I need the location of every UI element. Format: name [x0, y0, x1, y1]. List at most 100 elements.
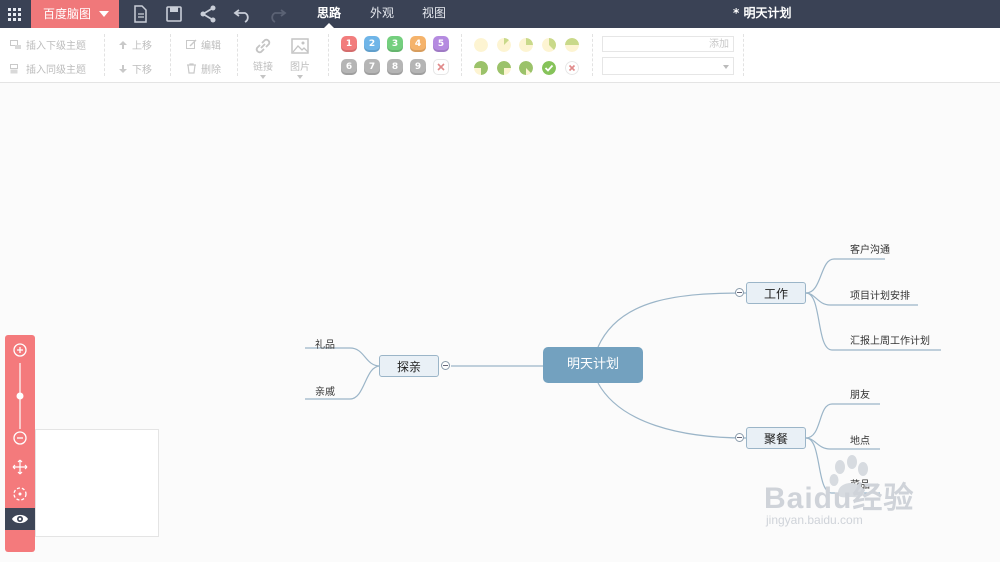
image-label: 图片: [290, 62, 310, 73]
insert-sibling-label: 插入同级主题: [26, 65, 86, 76]
priority-6-badge[interactable]: 6: [341, 59, 357, 75]
move-down-button[interactable]: 下移: [118, 61, 152, 76]
progress-4-icon[interactable]: [565, 38, 579, 52]
priority-9-badge[interactable]: 9: [410, 59, 426, 75]
navigator-panel[interactable]: [35, 429, 159, 537]
undo-icon[interactable]: [233, 4, 253, 24]
locate-center-button[interactable]: [5, 483, 35, 505]
caret-down-icon: [723, 65, 729, 69]
close-icon: [437, 63, 445, 71]
toolbar-divider: [104, 34, 105, 76]
priority-8-badge[interactable]: 8: [387, 59, 403, 75]
document-title: * 明天计划: [733, 6, 792, 20]
move-up-button[interactable]: 上移: [118, 37, 152, 52]
topic-node-work[interactable]: 工作: [746, 282, 806, 304]
watermark-brand: Baidu经验: [764, 482, 915, 515]
share-icon[interactable]: [198, 4, 218, 24]
subtopic-node[interactable]: 亲戚: [315, 387, 335, 398]
subtopic-node[interactable]: 地点: [850, 436, 870, 447]
collapse-toggle[interactable]: [441, 361, 450, 370]
toolbar-divider: [237, 34, 238, 76]
toolbar: 插入下级主题 插入同级主题 上移 下移 编辑 删除 链接 图片 1 2 3 4 …: [0, 28, 1000, 83]
target-icon: [13, 487, 27, 501]
mindmap-canvas[interactable]: 明天计划 探亲 礼品 亲戚 工作 客户沟通 项目计划安排 汇报上周工作计划 聚餐…: [0, 83, 1000, 562]
tab-view[interactable]: 视图: [422, 6, 447, 20]
topic-node-dinner[interactable]: 聚餐: [746, 427, 806, 449]
toggle-navigator-button[interactable]: [5, 508, 35, 530]
caret-down-icon: [99, 11, 109, 17]
apps-grid-icon[interactable]: [0, 0, 28, 28]
image-icon: [291, 38, 309, 54]
zoom-slider[interactable]: [5, 361, 35, 431]
priority-7-badge[interactable]: 7: [364, 59, 380, 75]
subtopic-node[interactable]: 菜品: [850, 480, 870, 491]
progress-6-icon[interactable]: [497, 61, 511, 75]
connector-lines: [305, 258, 941, 494]
image-button[interactable]: 图片: [290, 36, 310, 79]
subtopic-node[interactable]: 项目计划安排: [850, 291, 910, 302]
progress-5-icon[interactable]: [474, 61, 488, 75]
zoom-out-button[interactable]: [5, 427, 35, 449]
insert-child-label: 插入下级主题: [26, 41, 86, 52]
subtopic-node[interactable]: 礼品: [315, 340, 335, 351]
zoom-in-icon: [13, 343, 27, 357]
insert-child-icon: [10, 39, 21, 49]
priority-2-badge[interactable]: 2: [364, 36, 380, 52]
subtopic-node[interactable]: 朋友: [850, 390, 870, 401]
subtopic-node[interactable]: 客户沟通: [850, 245, 890, 256]
insert-child-button[interactable]: 插入下级主题: [10, 37, 86, 52]
watermark-url: jingyan.baidu.com: [766, 513, 863, 527]
zoom-in-button[interactable]: [5, 339, 35, 361]
tag-input[interactable]: 添加: [602, 36, 734, 52]
insert-sibling-icon: [10, 63, 18, 73]
tab-idea[interactable]: 思路: [317, 6, 342, 20]
progress-1-icon[interactable]: [497, 38, 511, 52]
toolbar-divider: [461, 34, 462, 76]
caret-down-icon: [260, 75, 266, 79]
progress-done-icon[interactable]: [542, 61, 556, 75]
toolbar-divider: [743, 34, 744, 76]
insert-sibling-button[interactable]: 插入同级主题: [10, 61, 86, 76]
paw-logo-icon: [829, 455, 868, 498]
collapse-toggle[interactable]: [735, 433, 744, 442]
link-icon: [255, 38, 271, 54]
collapse-toggle[interactable]: [735, 288, 744, 297]
link-label: 链接: [253, 62, 273, 73]
trash-icon: [187, 63, 196, 74]
delete-button[interactable]: 删除: [186, 61, 221, 76]
redo-icon[interactable]: [267, 4, 287, 24]
priority-4-badge[interactable]: 4: [410, 36, 426, 52]
root-node[interactable]: 明天计划: [543, 347, 643, 383]
subtopic-node[interactable]: 汇报上周工作计划: [850, 336, 930, 347]
progress-7-icon[interactable]: [519, 61, 533, 75]
priority-5-badge[interactable]: 5: [433, 36, 449, 52]
arrow-down-icon: [119, 64, 127, 73]
toolbar-divider: [592, 34, 593, 76]
progress-0-icon[interactable]: [474, 38, 488, 52]
save-icon[interactable]: [164, 4, 184, 24]
toolbar-divider: [170, 34, 171, 76]
tag-select[interactable]: [602, 57, 734, 75]
eye-icon: [12, 514, 28, 524]
tab-appearance[interactable]: 外观: [370, 6, 395, 20]
remove-priority-button[interactable]: [433, 59, 449, 75]
progress-2-icon[interactable]: [519, 38, 533, 52]
zoom-out-icon: [13, 431, 27, 445]
link-button[interactable]: 链接: [253, 36, 273, 79]
topic-node-visit[interactable]: 探亲: [379, 355, 439, 377]
new-file-icon[interactable]: [130, 4, 150, 24]
move-arrows-icon: [12, 459, 28, 475]
delete-label: 删除: [201, 65, 221, 76]
move-down-label: 下移: [132, 65, 152, 76]
priority-3-badge[interactable]: 3: [387, 36, 403, 52]
priority-1-badge[interactable]: 1: [341, 36, 357, 52]
pencil-icon: [186, 39, 197, 49]
edit-button[interactable]: 编辑: [186, 37, 221, 52]
remove-progress-button[interactable]: [565, 61, 579, 75]
pan-button[interactable]: [5, 456, 35, 478]
brand-menu-button[interactable]: 百度脑图: [31, 0, 119, 28]
toolbar-divider: [328, 34, 329, 76]
zoom-panel: [5, 335, 35, 552]
brand-label: 百度脑图: [43, 7, 92, 21]
progress-3-icon[interactable]: [542, 38, 556, 52]
